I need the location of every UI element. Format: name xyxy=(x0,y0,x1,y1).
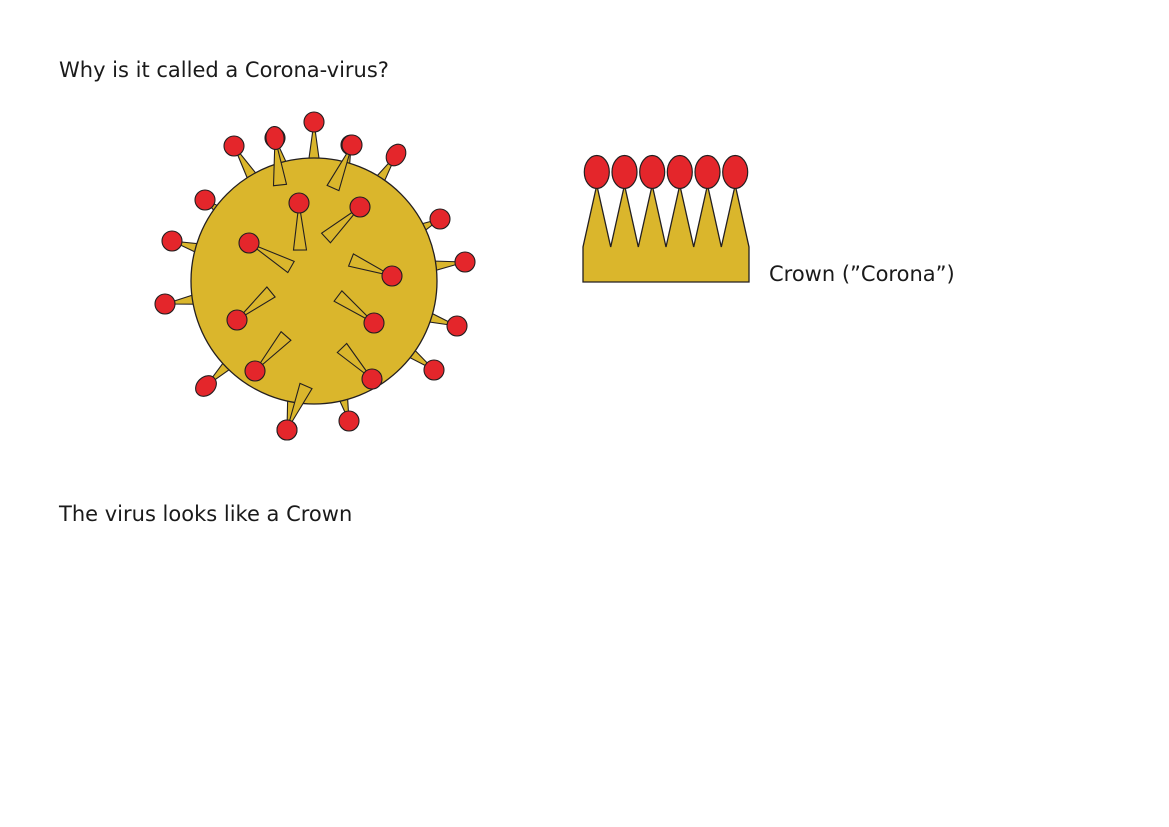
outer-spike-9-tip xyxy=(423,359,445,381)
crown-illustration xyxy=(582,154,750,283)
crown-tip-1 xyxy=(583,154,610,190)
outer-spike-3-tip xyxy=(303,111,325,133)
surface-spike-6 xyxy=(347,253,403,287)
crown-tip-5 xyxy=(694,154,721,190)
surface-spike-10-stalk xyxy=(336,342,373,380)
outer-spike-13-tip xyxy=(154,293,176,315)
crown-body xyxy=(582,184,750,283)
surface-spike-4-stalk xyxy=(320,206,361,244)
surface-spike-3 xyxy=(326,134,363,192)
surface-spike-11-tip xyxy=(276,419,298,441)
surface-spike-9-stalk xyxy=(254,330,292,372)
surface-spike-10-tip xyxy=(361,368,383,390)
surface-spike-5-stalk xyxy=(248,242,295,274)
surface-spike-8-stalk xyxy=(333,289,375,324)
virus-body xyxy=(190,157,438,405)
virus-surface-spikes xyxy=(226,125,403,441)
surface-spike-2-tip xyxy=(288,192,310,214)
crown-tip-4 xyxy=(666,154,693,190)
surface-spike-7-tip xyxy=(226,309,248,331)
outer-spike-1-tip xyxy=(223,135,245,157)
surface-spike-3-tip xyxy=(341,134,363,156)
outer-spike-12-tip xyxy=(195,375,217,397)
surface-spike-1-stalk xyxy=(272,137,288,187)
surface-spike-8-tip xyxy=(363,312,385,334)
surface-spike-9 xyxy=(244,330,292,382)
page-title: Why is it called a Corona-virus? xyxy=(59,58,389,82)
surface-spike-4-tip xyxy=(349,196,371,218)
crown-label: Crown (”Corona”) xyxy=(769,262,955,286)
surface-spike-2 xyxy=(288,192,310,251)
surface-spike-5 xyxy=(238,232,295,274)
surface-spike-8 xyxy=(333,289,385,334)
surface-spike-1 xyxy=(265,125,288,187)
outer-spike-7-tip xyxy=(454,251,476,273)
surface-spike-1-tip xyxy=(265,125,285,151)
surface-spike-4 xyxy=(320,196,371,244)
surface-spike-3-stalk xyxy=(326,144,353,192)
outer-spike-14-tip xyxy=(161,230,183,252)
outer-spike-8-tip xyxy=(446,315,468,337)
surface-spike-6-tip xyxy=(381,265,403,287)
outer-spike-5-tip xyxy=(385,143,407,167)
outer-spike-15-tip xyxy=(194,189,216,211)
surface-spike-6-stalk xyxy=(347,253,393,277)
crown-tip-3 xyxy=(639,154,666,190)
crown-tip-2 xyxy=(611,154,638,190)
surface-spike-11-stalk xyxy=(286,382,313,431)
surface-spike-10 xyxy=(336,342,383,390)
surface-spike-2-stalk xyxy=(292,202,308,251)
outer-spike-6-tip xyxy=(429,208,451,230)
surface-spike-7 xyxy=(226,286,276,331)
crown-tip-6 xyxy=(722,154,749,190)
surface-spike-9-tip xyxy=(244,360,266,382)
caption-text: The virus looks like a Crown xyxy=(59,502,353,526)
surface-spike-11 xyxy=(276,382,313,441)
surface-spike-7-stalk xyxy=(236,286,276,321)
virus-illustration xyxy=(154,111,476,441)
surface-spike-5-tip xyxy=(238,232,260,254)
outer-spike-10-tip xyxy=(338,410,360,432)
